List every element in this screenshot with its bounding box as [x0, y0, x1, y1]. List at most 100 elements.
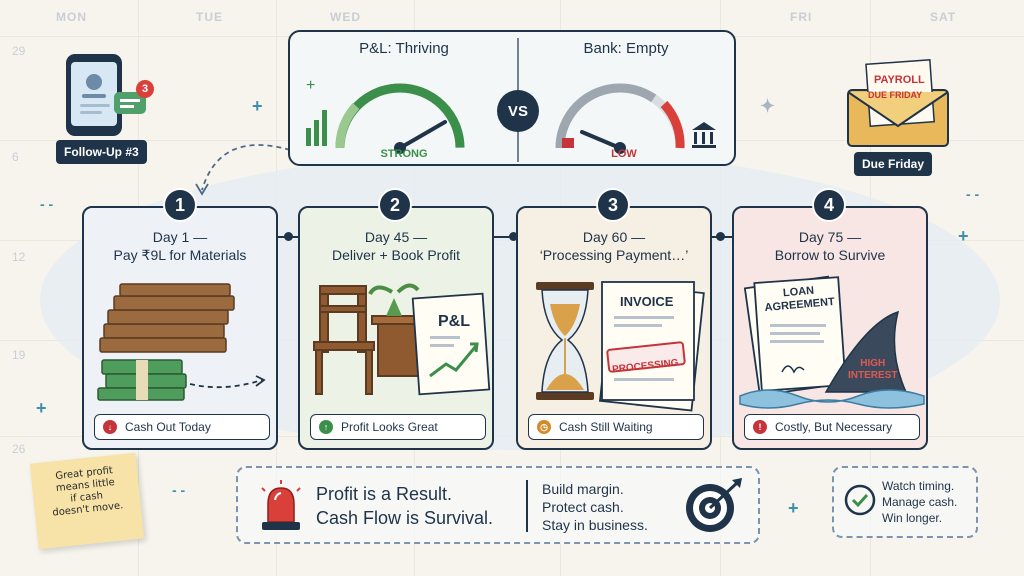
dash-decoration-icon: - - [40, 196, 54, 212]
sparkle-icon: ✦ [760, 96, 776, 116]
step-title: Day 1 — Pay ₹9L for Materials [84, 228, 276, 264]
phone-icon [66, 54, 146, 136]
step-action: ‘Processing Payment…’ [539, 247, 689, 263]
tips-list: Watch timing. Manage cash. Win longer. [882, 478, 957, 526]
calendar-date: 26 [12, 442, 26, 456]
step-outcome-label: Costly, But Necessary [775, 420, 893, 434]
clock-icon: ◷ [537, 420, 551, 434]
bank-gauge [555, 83, 716, 154]
sparkle-icon: + [788, 498, 799, 518]
principle-text: Profit is a Result. Cash Flow is Surviva… [316, 482, 493, 530]
step-day: Day 1 — [152, 229, 208, 245]
dash-decoration-icon: - - [172, 482, 186, 498]
tip-item: Manage cash. [882, 495, 958, 509]
hourglass-invoice-icon: INVOICE [536, 281, 705, 412]
bank-gauge-title: Bank: Empty [583, 40, 669, 57]
step-outcome: ↑ Profit Looks Great [310, 414, 486, 440]
advice-item: Build margin. [542, 481, 624, 497]
shark-label-line2: INTEREST [848, 370, 898, 381]
step-number-2: 2 [378, 188, 412, 222]
tips-box: Watch timing. Manage cash. Win longer. [832, 466, 978, 538]
bank-status: LOW [611, 148, 637, 160]
follow-up-label: Follow-Up #3 [56, 140, 147, 164]
step-number-4: 4 [812, 188, 846, 222]
advice-list: Build margin. Protect cash. Stay in busi… [542, 480, 648, 534]
step-connector [490, 236, 516, 238]
alert-icon: ! [753, 420, 767, 434]
tip-item: Watch timing. [882, 479, 955, 493]
step-title: Day 75 — Borrow to Survive [734, 228, 926, 264]
step-outcome-label: Cash Out Today [125, 420, 211, 434]
sticky-note: Great profit means little if cash doesn'… [29, 452, 145, 550]
dash-decoration-icon: - - [966, 186, 980, 202]
calendar-day-label: SAT [930, 10, 957, 24]
step-action: Deliver + Book Profit [332, 247, 460, 263]
calendar-date: 19 [12, 348, 26, 362]
step-outcome: ! Costly, But Necessary [744, 414, 920, 440]
step-card-2: Day 45 — Deliver + Book Profit P&L ↑ Pro… [298, 206, 494, 450]
calendar-date: 12 [12, 250, 26, 264]
pnl-vs-bank-panel: P&L: Thriving Bank: Empty + STRONG VS LO… [288, 30, 736, 166]
payroll-letter-line1: PAYROLL [874, 74, 925, 86]
calendar-date: 29 [12, 44, 26, 58]
shark-label: HIGH INTEREST [848, 358, 897, 382]
pnl-gauge-title: P&L: Thriving [359, 40, 449, 57]
furniture-delivery-icon: P&L [313, 283, 491, 396]
connector-dot [716, 232, 725, 241]
payroll-envelope: PAYROLL DUE FRIDAY Due Friday [846, 56, 966, 180]
step-action: Pay ₹9L for Materials [113, 247, 247, 263]
step-day: Day 60 — [582, 229, 646, 245]
gauge-divider [517, 38, 519, 162]
calendar-day-label: FRI [790, 10, 813, 24]
step-card-3: Day 60 — ‘Processing Payment…’ INVOICE P… [516, 206, 712, 450]
calendar-day-label: WED [330, 10, 361, 24]
step-number-3: 3 [596, 188, 630, 222]
sparkle-icon: + [252, 96, 263, 116]
principle-line1: Profit is a Result. [316, 484, 453, 504]
sparkle-icon: + [958, 226, 969, 246]
due-friday-label: Due Friday [854, 152, 933, 176]
svg-text:+: + [306, 77, 315, 94]
sparkle-icon: + [36, 398, 47, 418]
target-icon [686, 478, 742, 532]
key-principle-box: Profit is a Result. Cash Flow is Surviva… [236, 466, 760, 544]
calendar-day-label: MON [56, 10, 87, 24]
checkmark-icon [844, 484, 876, 516]
materials-lumber-icon [97, 283, 266, 401]
envelope-icon [847, 59, 949, 147]
advice-item: Stay in business. [542, 517, 648, 533]
svg-text:INVOICE: INVOICE [620, 294, 674, 309]
step-card-4: Day 75 — Borrow to Survive LOAN AGREEMEN… [732, 206, 928, 450]
payroll-letter-line2: DUE FRIDAY [868, 90, 923, 100]
svg-text:P&L: P&L [438, 313, 470, 330]
notification-badge: 3 [136, 80, 154, 98]
step-action: Borrow to Survive [774, 247, 886, 263]
step-card-1: Day 1 — Pay ₹9L for Materials ↓ Cash Out… [82, 206, 278, 450]
shark-label-line1: HIGH [860, 358, 886, 369]
divider [526, 480, 528, 532]
step-outcome: ↓ Cash Out Today [94, 414, 270, 440]
step-title: Day 60 — ‘Processing Payment…’ [518, 228, 710, 264]
step-day: Day 45 — [364, 229, 428, 245]
connector-dot [509, 232, 518, 241]
alarm-siren-icon [261, 480, 301, 530]
up-arrow-icon: ↑ [319, 420, 333, 434]
phone-reminder: 3 Follow-Up #3 [56, 50, 166, 164]
step-number-1: 1 [163, 188, 197, 222]
advice-item: Protect cash. [542, 499, 624, 515]
pnl-status: STRONG [380, 148, 428, 160]
principle-line2: Cash Flow is Survival. [316, 508, 494, 528]
step-outcome: ◷ Cash Still Waiting [528, 414, 704, 440]
pnl-gauge: + [306, 77, 465, 154]
down-arrow-icon: ↓ [103, 420, 117, 434]
connector-dot [284, 232, 293, 241]
calendar-day-label: TUE [196, 10, 223, 24]
step-outcome-label: Cash Still Waiting [559, 420, 653, 434]
step-day: Day 75 — [798, 229, 862, 245]
step-title: Day 45 — Deliver + Book Profit [300, 228, 492, 264]
calendar-date: 6 [12, 150, 19, 164]
dashed-path-connector [195, 144, 291, 196]
tip-item: Win longer. [882, 511, 943, 525]
loan-shark-icon [739, 275, 925, 409]
step-outcome-label: Profit Looks Great [341, 420, 438, 434]
